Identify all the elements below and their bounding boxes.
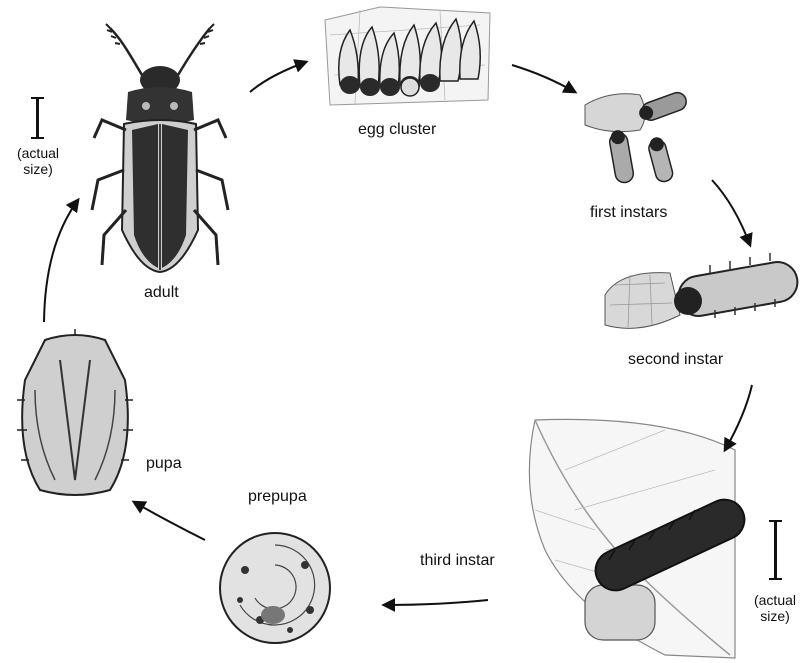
- adult-scale-note: (actual size): [3, 145, 73, 177]
- larva-scale-bar: [774, 520, 777, 580]
- larva-scale-note: (actual size): [742, 592, 808, 624]
- arrow-adult-to-egg: [250, 62, 306, 92]
- label-third-instar: third instar: [420, 553, 495, 569]
- label-first-instars: first instars: [590, 205, 667, 221]
- label-adult: adult: [144, 285, 179, 301]
- label-second-instar: second instar: [628, 352, 723, 368]
- arrow-first-to-second-instar: [712, 180, 750, 245]
- adult-scale-bar: [36, 97, 39, 139]
- arrow-second-to-third-instar: [725, 385, 752, 450]
- arrow-third-instar-to-prepupa: [384, 600, 488, 605]
- label-pupa: pupa: [146, 456, 182, 472]
- label-egg-cluster: egg cluster: [358, 122, 436, 138]
- arrow-egg-to-first-instar: [512, 65, 575, 92]
- arrow-pupa-to-adult: [44, 200, 78, 322]
- arrow-prepupa-to-pupa: [134, 502, 205, 540]
- label-prepupa: prepupa: [248, 489, 307, 505]
